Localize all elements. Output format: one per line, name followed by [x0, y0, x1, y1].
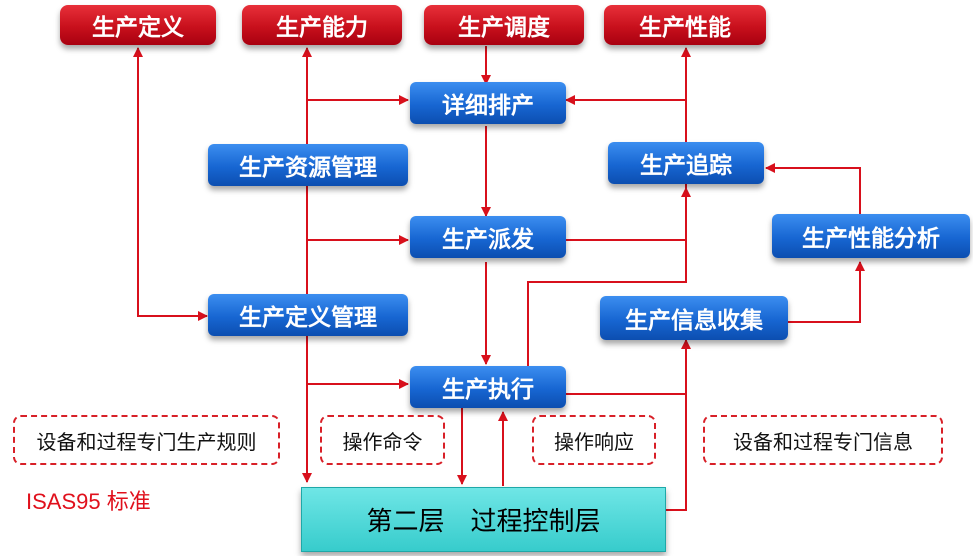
- production-scheduling-box: 生产调度: [424, 5, 584, 45]
- production-execution-box: 生产执行: [410, 366, 566, 408]
- performance-analysis-box: 生产性能分析: [772, 214, 970, 258]
- production-performance-box: 生产性能: [604, 5, 766, 45]
- process-control-layer-box: 第二层 过程控制层: [301, 487, 666, 552]
- detailed-scheduling-box: 详细排产: [410, 82, 566, 124]
- information-collection-box: 生产信息收集: [600, 296, 788, 340]
- resource-management-box: 生产资源管理: [208, 144, 408, 186]
- production-definition-box: 生产定义: [60, 5, 216, 45]
- production-tracking-box: 生产追踪: [608, 142, 764, 184]
- operation-command-box: 操作命令: [320, 415, 445, 465]
- equipment-info-box: 设备和过程专门信息: [703, 415, 943, 465]
- standard-note: ISAS95 标准: [26, 489, 151, 514]
- production-dispatch-box: 生产派发: [410, 216, 566, 258]
- equipment-rules-box: 设备和过程专门生产规则: [13, 415, 280, 465]
- production-capability-box: 生产能力: [242, 5, 402, 45]
- operation-response-box: 操作响应: [532, 415, 656, 465]
- definition-management-box: 生产定义管理: [208, 294, 408, 336]
